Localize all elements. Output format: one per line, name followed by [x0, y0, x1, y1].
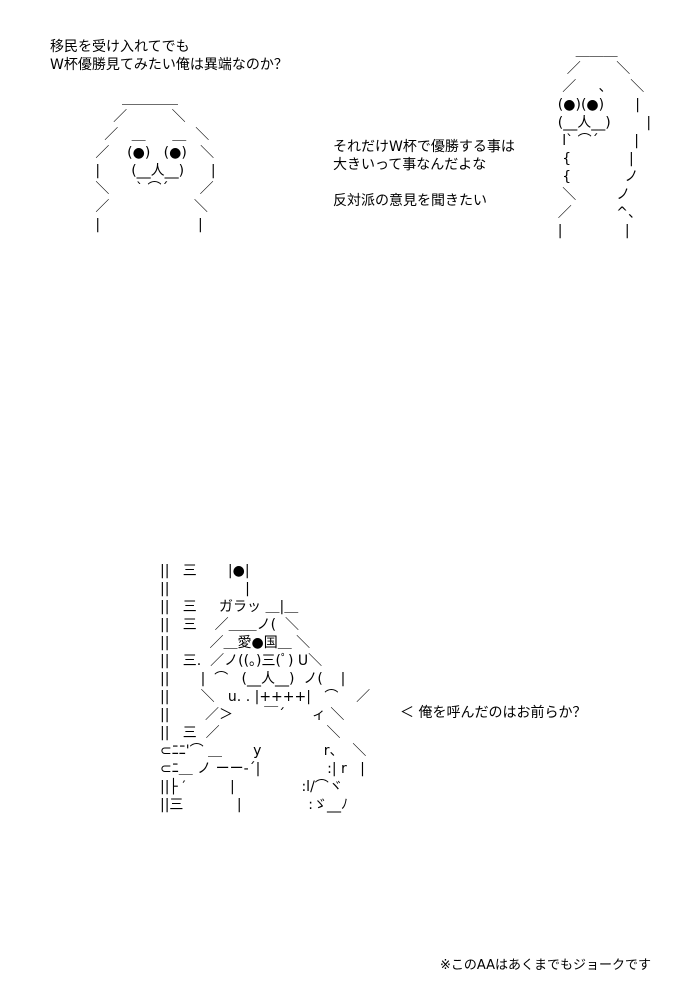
- footer-joke-note: ※このAAはあくまでもジョークです: [440, 958, 652, 973]
- right-character-art: ＿＿＿ ／ ＼ ／ 、 ＼ (●)(●) | (__人__) | l` ⌒´ |…: [557, 43, 652, 239]
- right-dialogue-text: それだけW杯で優勝する事は 大きいって事なんだよな 反対派の意見を聞きたい: [333, 139, 515, 209]
- left-dialogue-text: 移民を受け入れてでも W杯優勝見てみたい俺は異端なのか？: [50, 39, 288, 73]
- bottom-character-art: || 三 |●| || | || 三 ガラッ ＿|＿ || 三 ／＿＿ノ( ＼ …: [160, 563, 371, 813]
- bottom-speech-text: ＜ 俺を呼んだのはお前らか？: [400, 705, 587, 721]
- left-character-art: ＿＿＿＿ ／ ＼ ／ ＿ ＿ ＼ ／ (●) (●) ＼ | (__人__) |…: [95, 91, 216, 233]
